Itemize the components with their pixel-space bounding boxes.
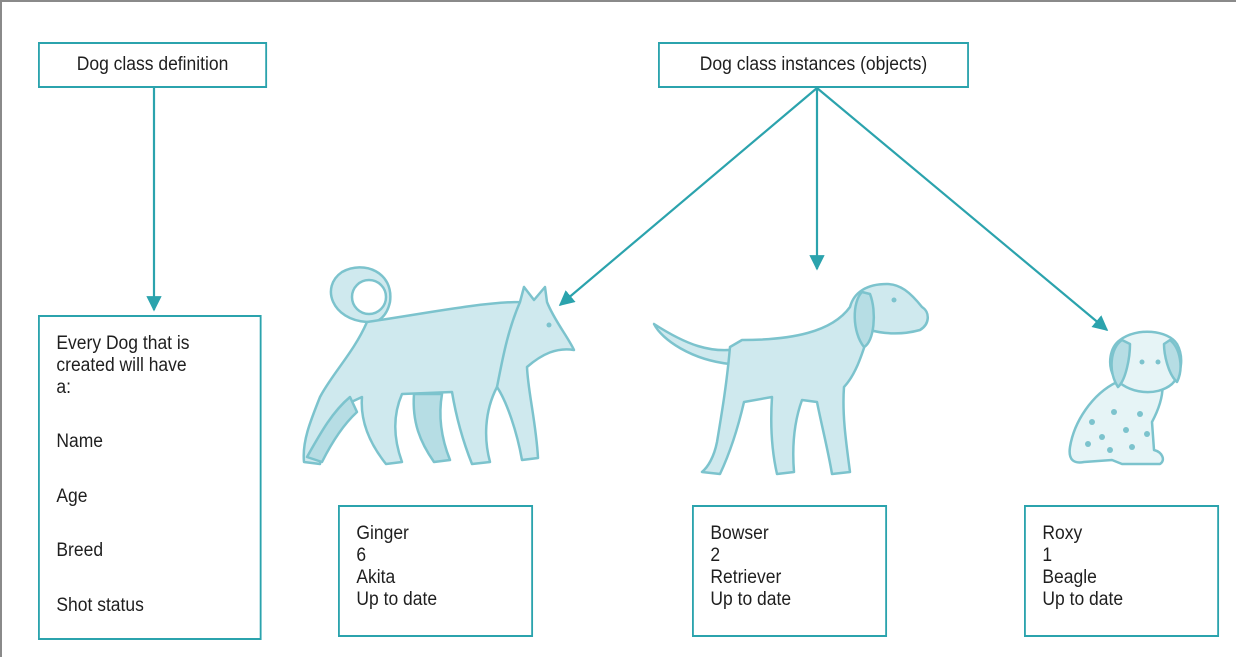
instance-breed: Retriever [710,567,885,589]
dog-class-instances-title: Dog class instances (objects) [700,54,927,76]
instance-card-roxy: Roxy 1 Beagle Up to date [1024,505,1219,637]
akita-dog-illustration [304,267,574,464]
dog-class-fields-box: Every Dog that is created will have a: N… [38,315,262,640]
dog-class-instances-box: Dog class instances (objects) [658,42,969,88]
field-age: Age [56,486,259,508]
instance-name: Bowser [710,523,885,545]
dog-class-definition-title: Dog class definition [77,54,229,76]
instance-shot-status: Up to date [710,589,885,611]
field-breed: Breed [56,540,259,562]
instance-name: Roxy [1042,523,1217,545]
instance-shot-status: Up to date [356,589,531,611]
arrow-to-ginger [560,88,817,305]
instance-age: 2 [710,545,885,567]
instance-breed: Akita [356,567,531,589]
retriever-dog-illustration [654,284,928,474]
instance-age: 6 [356,545,531,567]
dog-class-definition-box: Dog class definition [38,42,267,88]
fields-intro-line-2: created will have [56,355,259,377]
field-shot-status: Shot status [56,595,259,617]
instance-shot-status: Up to date [1042,589,1217,611]
instance-breed: Beagle [1042,567,1217,589]
fields-intro-line-1: Every Dog that is [56,333,259,355]
instance-name: Ginger [356,523,531,545]
beagle-puppy-illustration [1070,332,1182,464]
field-name: Name [56,431,259,453]
fields-intro-line-3: a: [56,377,259,399]
instance-age: 1 [1042,545,1217,567]
instance-card-bowser: Bowser 2 Retriever Up to date [692,505,887,637]
instance-card-ginger: Ginger 6 Akita Up to date [338,505,533,637]
